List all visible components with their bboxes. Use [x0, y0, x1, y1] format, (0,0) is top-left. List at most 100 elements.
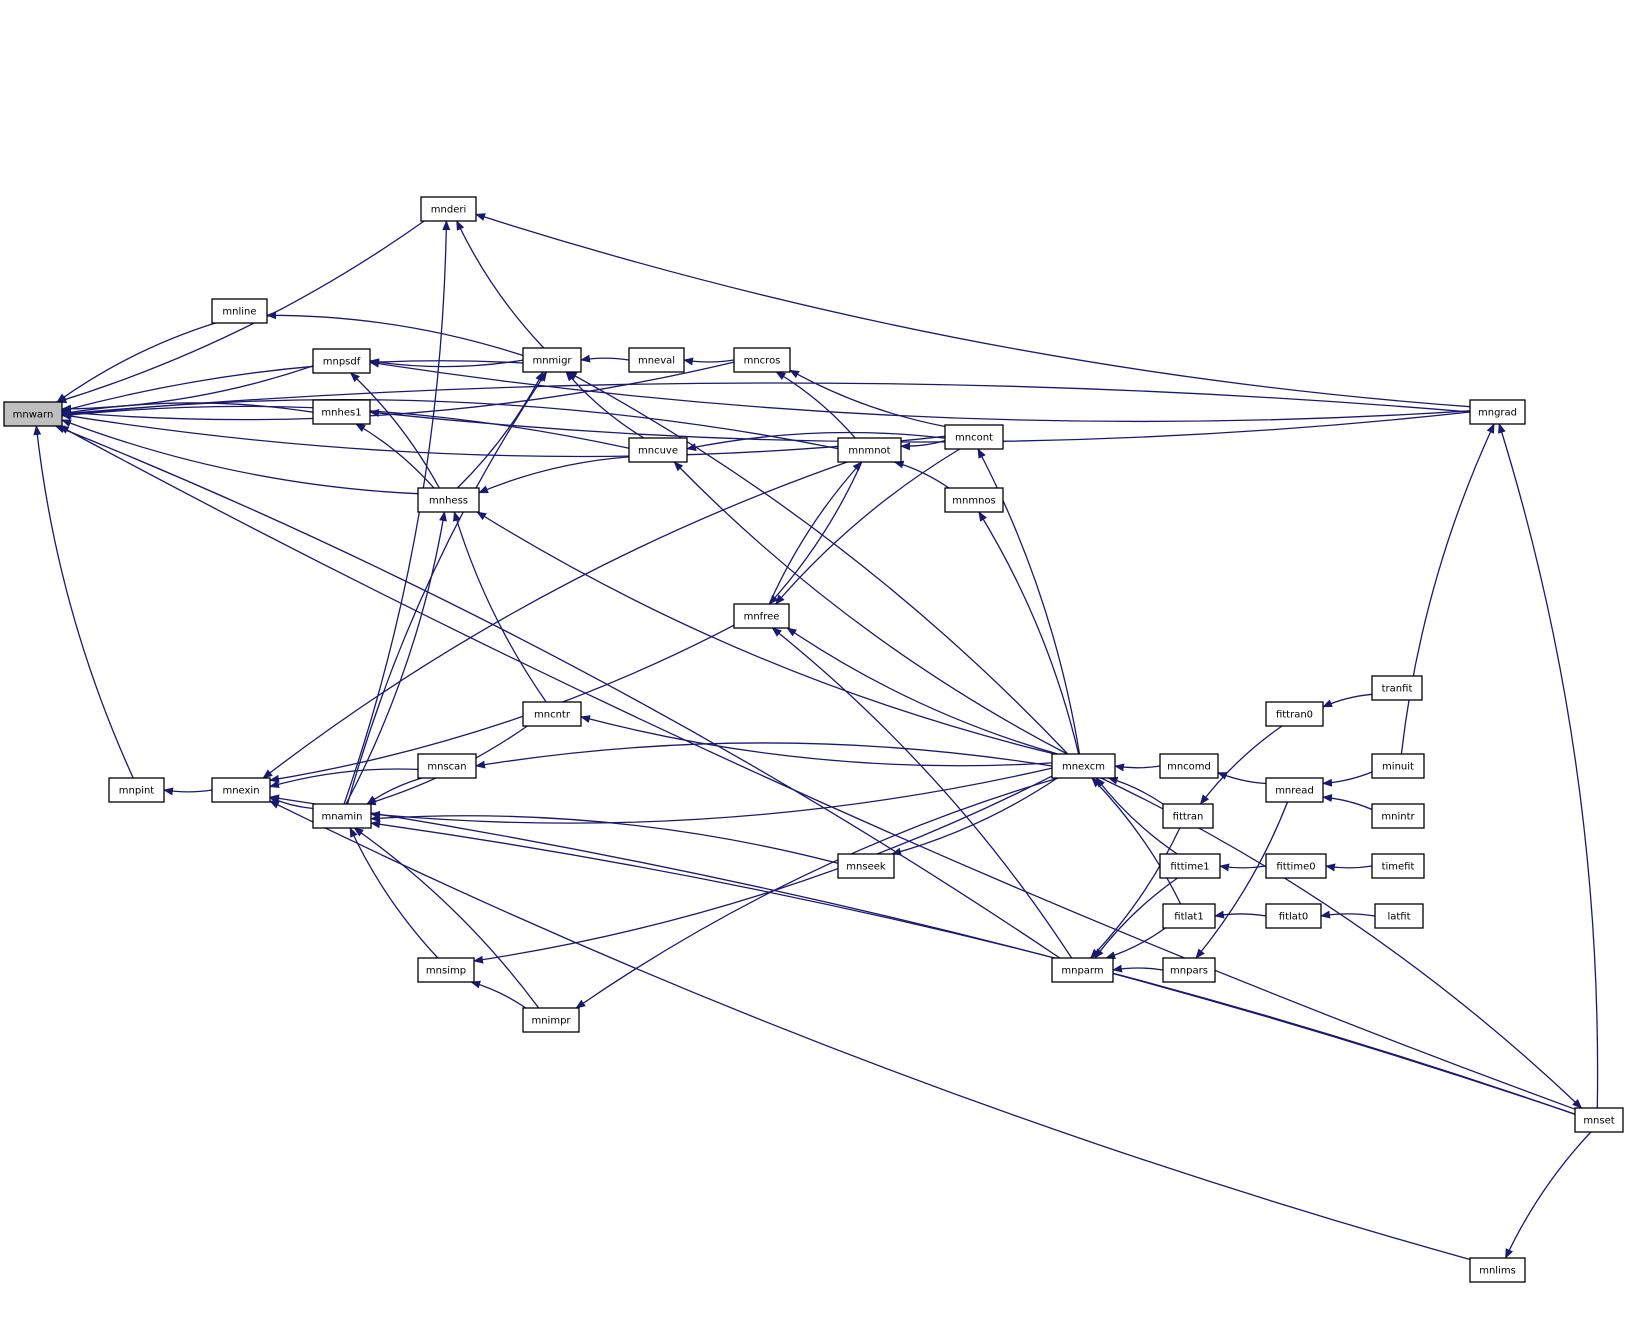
edge-mnimpr-to-mnsimp	[470, 980, 527, 1009]
node-minuit[interactable]: minuit	[1371, 753, 1425, 779]
node-label: mnpint	[119, 786, 155, 797]
edge-mnset-to-mnlims	[1505, 1131, 1592, 1259]
edge-mnexcm-to-mnfree	[786, 627, 1058, 755]
node-mnpint[interactable]: mnpint	[108, 777, 165, 803]
node-mncntr[interactable]: mncntr	[522, 701, 582, 727]
node-box	[1371, 803, 1425, 829]
node-label: fitlat0	[1279, 912, 1308, 923]
node-mncont[interactable]: mncont	[944, 424, 1004, 450]
node-label: mncont	[955, 433, 993, 444]
node-mncomd[interactable]: mncomd	[1159, 753, 1219, 779]
node-label: fitlat1	[1174, 912, 1203, 923]
edge-mncuve-to-mnhess	[478, 456, 630, 494]
node-box	[522, 701, 582, 727]
edge-mnread-to-mncomd	[1217, 771, 1267, 785]
node-fitlat0[interactable]: fitlat0	[1265, 903, 1322, 929]
edge-mnmigr-to-mnderi	[456, 220, 545, 349]
node-label: mnexin	[222, 786, 259, 797]
node-mncuve[interactable]: mncuve	[628, 437, 688, 463]
edge-mngrad-to-mnpsdf	[369, 359, 1471, 423]
node-fittime0[interactable]: fittime0	[1265, 853, 1327, 879]
edge-mnset-to-mnexin	[269, 794, 1576, 1115]
edge-fittran0-to-fittran	[1199, 725, 1283, 805]
edge-mnfree-to-mnexin	[269, 624, 735, 783]
edge-mnmnos-to-mnmnot	[893, 460, 950, 489]
edge-latfit-to-fitlat0	[1320, 910, 1376, 919]
node-mnmigr[interactable]: mnmigr	[522, 347, 582, 373]
node-mnsimp[interactable]: mnsimp	[417, 957, 475, 983]
node-mneval[interactable]: mneval	[628, 347, 685, 373]
node-mnmnot[interactable]: mnmnot	[837, 437, 902, 463]
edge-mnpars-to-mnparm	[1112, 964, 1164, 973]
node-label: fittran0	[1276, 710, 1313, 721]
node-mncros[interactable]: mncros	[733, 347, 791, 373]
edge-mncont-to-mncuve	[686, 431, 946, 451]
edge-mnline-to-mnwarn	[56, 322, 216, 403]
node-box	[1371, 753, 1425, 779]
node-box	[312, 399, 371, 425]
node-mnwarn[interactable]: mnwarn	[3, 401, 63, 427]
edge-mnexcm-to-mnseek	[891, 777, 1058, 856]
node-box	[1469, 1257, 1526, 1283]
node-label: mnset	[1583, 1116, 1614, 1127]
node-mnmnos[interactable]: mnmnos	[944, 487, 1004, 513]
node-fittime1[interactable]: fittime1	[1159, 853, 1221, 879]
node-mnamin[interactable]: mnamin	[312, 803, 372, 829]
node-tranfit[interactable]: tranfit	[1371, 675, 1423, 701]
node-label: mnimpr	[531, 1016, 571, 1027]
node-box	[1371, 853, 1425, 879]
node-label: mnfree	[744, 612, 780, 623]
node-mnlims[interactable]: mnlims	[1469, 1257, 1526, 1283]
node-mnderi[interactable]: mnderi	[420, 196, 477, 222]
node-mnimpr[interactable]: mnimpr	[522, 1007, 580, 1033]
node-mnexcm[interactable]: mnexcm	[1051, 753, 1116, 779]
edge-mncntr-to-mnhess	[453, 511, 547, 703]
node-mnexin[interactable]: mnexin	[211, 777, 271, 803]
node-mnfree[interactable]: mnfree	[733, 603, 790, 629]
node-timefit[interactable]: timefit	[1371, 853, 1425, 879]
node-label: mngrad	[1478, 408, 1517, 419]
node-fittran0[interactable]: fittran0	[1265, 701, 1324, 727]
edge-mngrad-to-mnwarn	[61, 382, 1471, 418]
edge-fittime0-to-fittime1	[1219, 863, 1267, 872]
node-label: mnmnos	[952, 496, 996, 507]
node-mnscan[interactable]: mnscan	[417, 753, 477, 779]
edge-mnexcm-to-mnmigr	[566, 371, 1069, 755]
edge-mngrad-to-mnderi	[475, 213, 1471, 408]
node-mnseek[interactable]: mnseek	[837, 853, 895, 879]
node-label: fittran	[1173, 812, 1204, 823]
edge-mnhess-to-mnwarn	[61, 419, 419, 495]
node-mnread[interactable]: mnread	[1265, 777, 1324, 803]
edge-mnmigr-to-mnwarn	[61, 360, 524, 413]
node-mnhess[interactable]: mnhess	[417, 487, 480, 513]
edge-tranfit-to-fittran0	[1322, 693, 1373, 708]
edge-mnexcm-to-mnhess	[476, 511, 1056, 755]
edge-minuit-to-mnread	[1322, 771, 1373, 787]
edge-mnscan-to-mnamin	[366, 777, 422, 805]
edge-fitlat0-to-fitlat1	[1214, 910, 1267, 919]
node-box	[733, 347, 791, 373]
node-label: mncuve	[638, 446, 678, 457]
node-label: mnamin	[321, 812, 362, 823]
node-fittran[interactable]: fittran	[1162, 803, 1214, 829]
edge-mnexcm-to-mncont	[977, 448, 1081, 755]
node-mnset[interactable]: mnset	[1574, 1107, 1624, 1133]
node-latfit[interactable]: latfit	[1374, 903, 1424, 929]
edge-fitlat1-to-mnexcm	[1091, 777, 1182, 905]
node-mnintr[interactable]: mnintr	[1371, 803, 1425, 829]
node-mnhes1[interactable]: mnhes1	[312, 399, 371, 425]
node-label: mnline	[222, 307, 256, 318]
edge-mnmigr-to-mnpsdf	[369, 358, 524, 368]
node-label: mncros	[744, 356, 781, 367]
node-mngrad[interactable]: mngrad	[1469, 399, 1526, 425]
node-mnline[interactable]: mnline	[211, 298, 268, 324]
node-box	[1162, 903, 1216, 929]
node-mnpars[interactable]: mnpars	[1162, 957, 1216, 983]
edge-mnmnot-to-mncros	[775, 371, 856, 439]
node-mnparm[interactable]: mnparm	[1051, 957, 1114, 983]
node-layer: mnwarn mnderi mnline mnpsdf mnhes1 mnhess mnmi…	[3, 196, 1624, 1283]
node-mnpsdf[interactable]: mnpsdf	[312, 348, 371, 374]
node-fitlat1[interactable]: fitlat1	[1162, 903, 1216, 929]
edge-mnexin-to-mnpint	[163, 787, 213, 796]
